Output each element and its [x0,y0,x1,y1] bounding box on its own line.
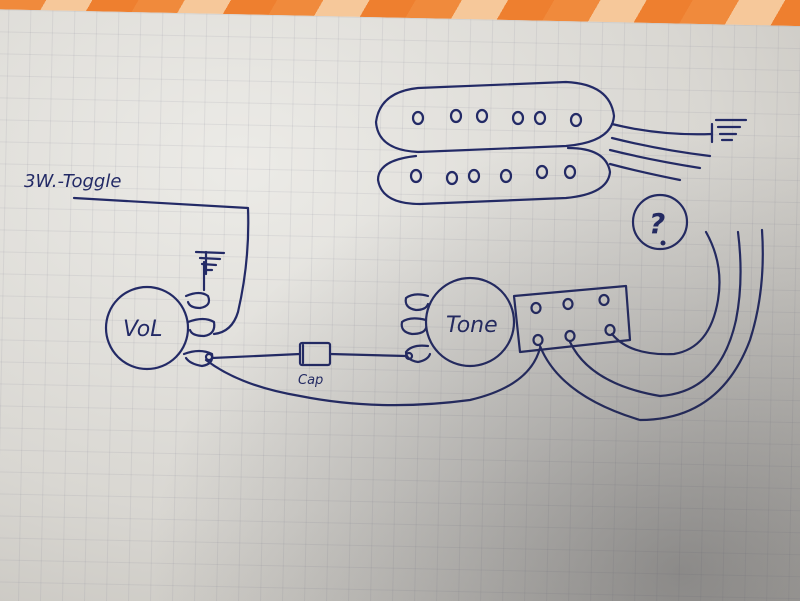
volume-pot [104,285,190,371]
tone-pot-lugs [400,293,432,364]
switch-wire-middle [568,230,742,398]
pickup-lead-4 [608,162,682,182]
cap-wire-right [328,352,408,358]
pickup-lower-coil [376,146,612,206]
pickup-ground-symbol-icon [710,118,748,144]
cap-wire-left [210,352,302,360]
pickup-lead-1 [610,122,714,136]
cap-label: Cap [298,373,323,388]
capacitor [298,341,332,367]
pickup-pole-pieces-lower [409,164,577,186]
pickup-lead-2 [610,136,712,158]
tone-pot [424,276,516,368]
question-mark: ? [649,207,665,240]
switch-block [512,284,632,354]
ground-return-wire [204,346,542,407]
toggle-label: 3W.-Toggle [24,171,121,192]
question-circle [631,193,689,251]
pickup-upper-coil [374,80,616,154]
pickup-pole-pieces-upper [411,108,583,128]
switch-wire-inner [610,230,721,356]
pickup-lead-3 [608,148,702,170]
volume-label: VoL [123,317,162,342]
volume-ground-symbol-icon [194,250,226,276]
switch-lugs-top [530,293,610,315]
tone-label: Tone [446,313,498,338]
switch-wire-outer [538,228,764,422]
toggle-wire [72,196,250,336]
humbucker-pickup [374,80,748,206]
